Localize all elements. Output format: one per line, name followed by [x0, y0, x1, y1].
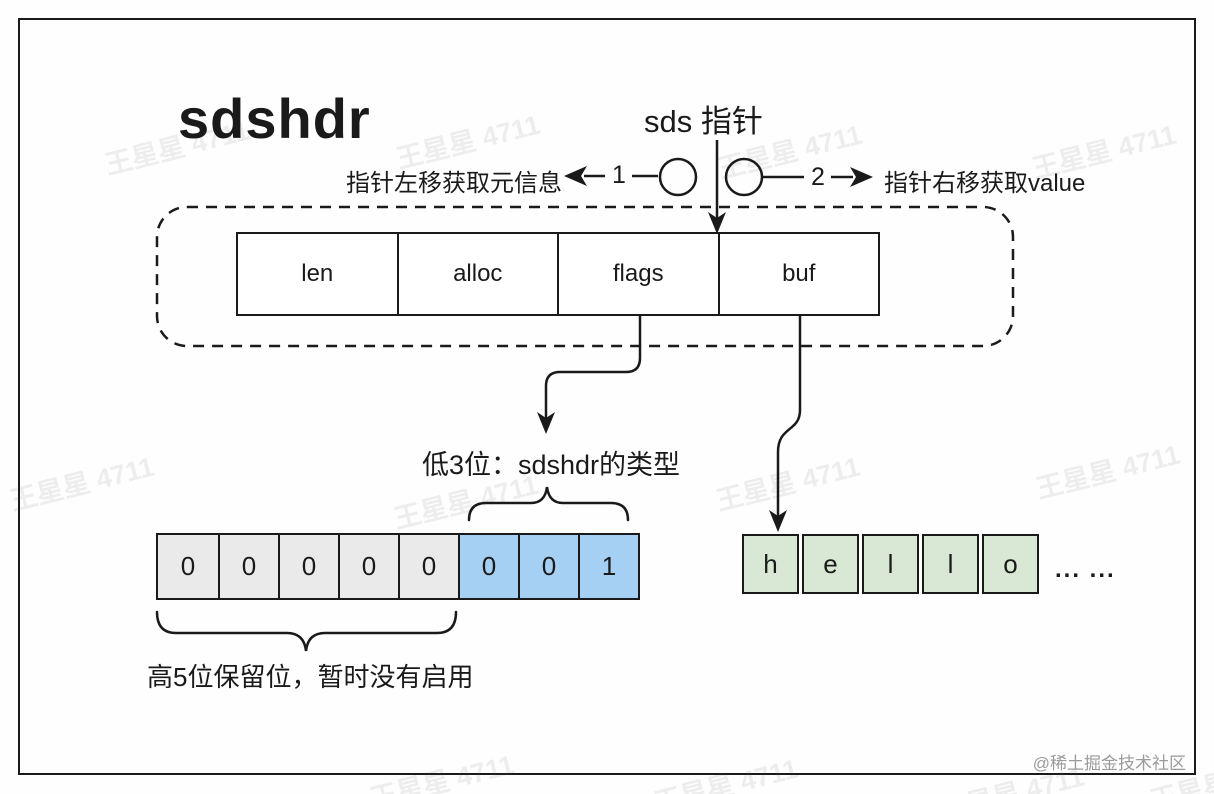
flags-connector [544, 316, 642, 419]
left-arrowhead-icon [564, 166, 587, 186]
bit-cell: 1 [578, 535, 638, 598]
sdshdr-struct-table: len alloc flags buf [236, 232, 880, 316]
bit-cell: 0 [338, 535, 398, 598]
step1-circle [658, 157, 698, 197]
char-cell: l [922, 534, 979, 594]
low3-brace [467, 486, 630, 522]
buf-ellipsis: ... ... [1055, 556, 1116, 583]
diagram-title: sdshdr [178, 87, 371, 150]
struct-field-alloc: alloc [396, 234, 558, 314]
flags-connector-arrowhead-icon [537, 412, 555, 434]
right-shift-label: 指针右移获取value [884, 170, 1086, 197]
high5-reserved-note: 高5位保留位，暂时没有启用 [147, 662, 474, 692]
bit-cell: 0 [458, 535, 518, 598]
dashed-boundary [155, 205, 1015, 348]
struct-field-len: len [301, 260, 334, 287]
high5-brace [155, 610, 458, 652]
struct-field-flags: flags [557, 234, 718, 314]
buf-char-array: h e l l o [742, 534, 1039, 594]
char-cell: l [862, 534, 919, 594]
char-cell: o [982, 534, 1039, 594]
buf-connector-arrowhead-icon [769, 510, 787, 532]
border-frame [18, 18, 1196, 775]
char-cell: h [742, 534, 799, 594]
left-shift-label: 指针左移获取元信息 [346, 170, 562, 197]
bit-cell: 0 [518, 535, 578, 598]
char-cell: e [802, 534, 859, 594]
community-credit: @稀土掘金技术社区 [1032, 754, 1186, 773]
bit-cell: 0 [218, 535, 278, 598]
step2-number: 2 [806, 163, 830, 192]
flags-bit-array: 0 0 0 0 0 0 0 1 [156, 533, 640, 600]
right-arrowhead-icon [850, 167, 873, 187]
step1-number: 1 [607, 161, 631, 190]
low3-bits-caption: 低3位：sdshdr的类型 [421, 450, 681, 480]
sds-pointer-label: sds 指针 [644, 104, 763, 139]
sds-pointer-arrowhead-icon [708, 212, 726, 234]
bit-cell: 0 [398, 535, 458, 598]
bit-cell: 0 [158, 535, 218, 598]
buf-connector [776, 316, 802, 517]
struct-field-buf: buf [717, 234, 879, 314]
bit-cell: 0 [278, 535, 338, 598]
step2-circle [724, 157, 764, 197]
